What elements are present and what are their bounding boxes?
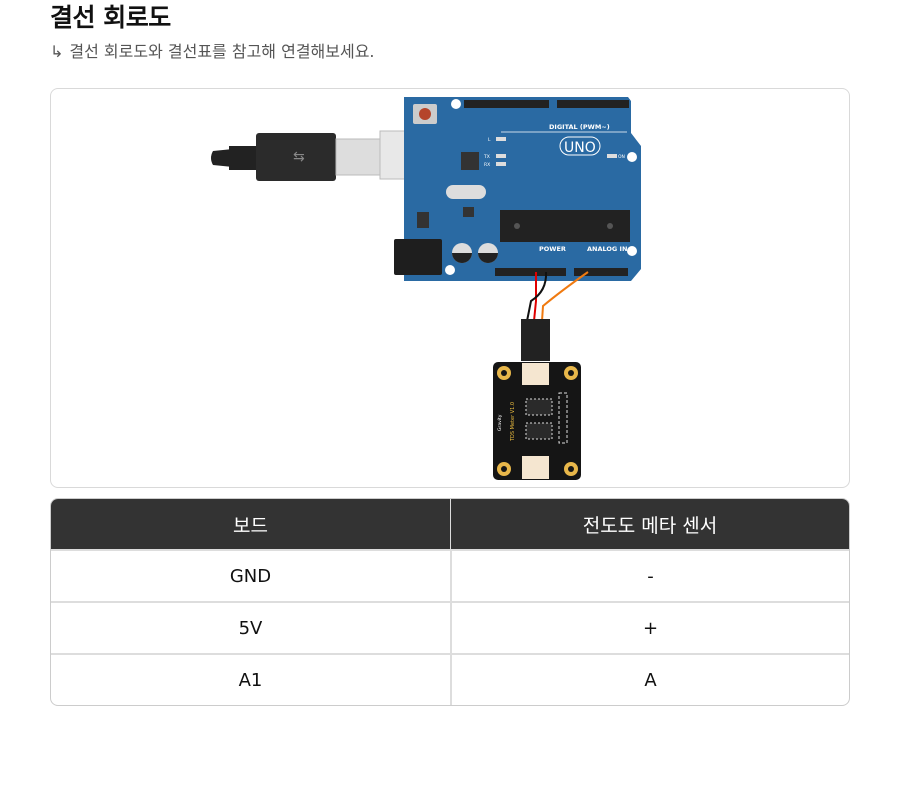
arrow-icon: ↳ [50,42,64,61]
sensor-pin: A [450,653,849,705]
wiring-diagram: ⇆ DIGITAL (PWM~) UNO ON L TX RX POWER AN… [50,88,850,488]
connector-header [521,319,550,361]
sensor-pin: + [450,601,849,653]
on-led-label: ON [618,154,625,160]
page-title: 결선 회로도 [50,3,171,32]
subtitle: ↳ 결선 회로도와 결선표를 참고해 연결해보세요. [50,38,375,62]
tx-led-label: TX [483,154,490,160]
rx-led-label: RX [484,162,490,168]
l-led-label: L [488,137,491,143]
board-pin: 5V [51,601,450,653]
jumper-wires [526,271,589,322]
sensor-pin: - [450,549,849,601]
board-pin: GND [51,549,450,601]
subtitle-text: 결선 회로도와 결선표를 참고해 연결해보세요. [69,42,375,61]
wire-gnd [526,271,548,322]
table-row: GND- [51,549,849,601]
analog-in-label: ANALOG IN [587,245,627,253]
uno-logo: UNO [564,140,596,156]
tds-meter-sensor: TDS Meter V1.0 Gravity [493,362,581,480]
column-header-sensor: 전도도 메타 센서 [450,499,849,549]
arduino-uno-board: DIGITAL (PWM~) UNO ON L TX RX POWER ANAL… [394,97,641,281]
svg-text:⇆: ⇆ [293,149,305,165]
sensor-brand-label: Gravity [497,414,503,431]
wiring-illustration: ⇆ DIGITAL (PWM~) UNO ON L TX RX POWER AN… [211,97,641,480]
wire-a1 [541,271,589,322]
digital-label: DIGITAL (PWM~) [549,123,610,131]
column-header-board: 보드 [51,499,450,549]
wire-5v [533,272,537,322]
sensor-model-label: TDS Meter V1.0 [510,402,516,442]
power-label: POWER [539,245,566,253]
board-pin: A1 [51,653,450,705]
table-row: 5V+ [51,601,849,653]
